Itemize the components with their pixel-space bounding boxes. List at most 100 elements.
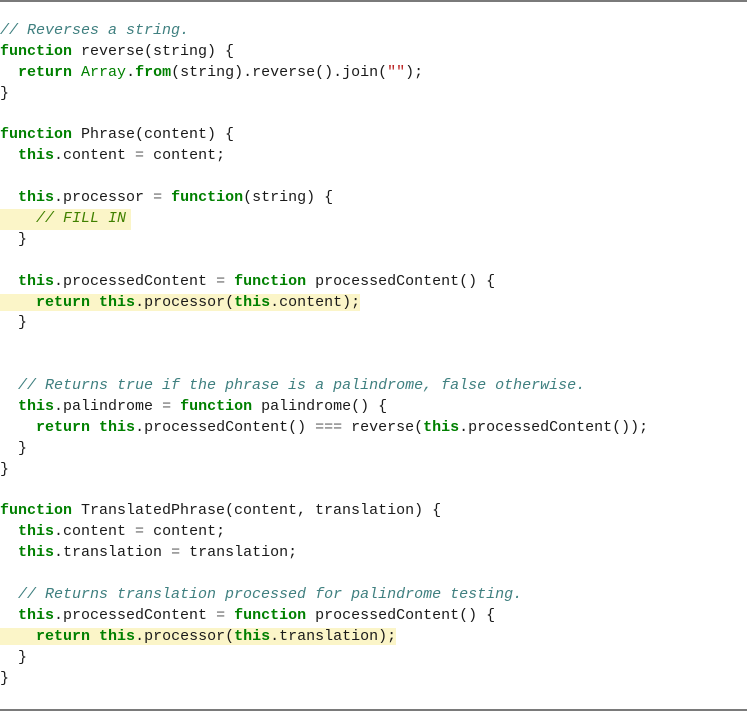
code-token: translation; <box>180 544 298 562</box>
code-token: this <box>99 293 136 311</box>
code-token: this <box>18 189 55 207</box>
code-token: function <box>0 42 73 60</box>
code-token: this <box>18 544 55 562</box>
code-token: function <box>234 606 307 624</box>
code-token: .processedContent <box>54 606 217 624</box>
code-token: from <box>135 63 172 81</box>
code-token: .content); <box>270 293 361 311</box>
code-line <box>0 355 747 376</box>
code-token <box>0 523 18 540</box>
code-token: ); <box>405 63 424 81</box>
code-token: = <box>135 147 145 165</box>
code-token: } <box>0 230 28 248</box>
code-token: Array <box>81 63 127 81</box>
code-token <box>0 64 18 81</box>
code-line: this.translation = translation; <box>0 543 747 564</box>
code-token: reverse(string) { <box>72 42 235 60</box>
code-line: this.content = content; <box>0 146 747 167</box>
code-line: function reverse(string) { <box>0 42 747 63</box>
code-line: this.palindrome = function palindrome() … <box>0 397 747 418</box>
code-line: } <box>0 439 747 460</box>
code-token: === <box>315 418 343 436</box>
code-token <box>72 64 81 81</box>
code-token: content; <box>144 147 226 165</box>
code-token: = <box>171 544 181 562</box>
code-token <box>0 544 18 561</box>
code-token: // Returns translation processed for pal… <box>18 586 523 604</box>
code-line: // FILL IN <box>0 209 747 230</box>
code-token: function <box>171 189 244 207</box>
highlighted-line: return this.processor(this.content); <box>0 293 361 311</box>
code-token <box>0 377 18 394</box>
code-block: // Reverses a string. function reverse(st… <box>0 21 747 690</box>
code-token: } <box>0 648 28 666</box>
code-line: } <box>0 313 747 334</box>
code-token: return <box>36 627 91 645</box>
code-token <box>90 628 99 645</box>
code-line <box>0 167 747 188</box>
code-line: return this.processor(this.content); <box>0 293 747 314</box>
code-line: this.content = content; <box>0 522 747 543</box>
code-token: } <box>0 84 10 102</box>
code-token: = <box>216 272 226 290</box>
code-token: .processor( <box>135 627 235 645</box>
code-line: // Returns translation processed for pal… <box>0 585 747 606</box>
code-line: } <box>0 460 747 481</box>
code-token: this <box>18 272 55 290</box>
code-token: return <box>36 418 91 436</box>
code-line: } <box>0 84 747 105</box>
code-line: return this.processedContent() === rever… <box>0 418 747 439</box>
code-token <box>0 398 18 415</box>
code-token: this <box>18 606 55 624</box>
code-line <box>0 251 747 272</box>
code-token: Phrase(content) { <box>72 126 235 144</box>
code-line <box>0 105 747 126</box>
code-token <box>90 419 99 436</box>
code-token <box>225 607 234 624</box>
code-token: .translation); <box>270 627 397 645</box>
code-token: = <box>216 606 226 624</box>
code-line: } <box>0 230 747 251</box>
code-token: this <box>99 418 136 436</box>
code-line: return Array.from(string).reverse().join… <box>0 63 747 84</box>
code-token: this <box>18 147 55 165</box>
code-line: this.processedContent = function process… <box>0 272 747 293</box>
code-token: content; <box>144 523 226 541</box>
code-token: function <box>180 398 253 416</box>
code-token: return <box>18 63 73 81</box>
code-token: function <box>0 126 73 144</box>
code-line: function TranslatedPhrase(content, trans… <box>0 501 747 522</box>
code-token: this <box>234 293 271 311</box>
code-token: .content <box>54 523 136 541</box>
code-token: this <box>18 398 55 416</box>
code-token: (string).reverse().join( <box>171 63 388 81</box>
code-line: } <box>0 648 747 669</box>
code-line: } <box>0 669 747 690</box>
code-token <box>225 273 234 290</box>
code-token: (string) { <box>243 189 334 207</box>
code-token <box>0 189 18 206</box>
code-token: } <box>0 314 28 332</box>
code-token: reverse( <box>342 418 424 436</box>
code-token: .processedContent() <box>135 418 316 436</box>
code-token: function <box>0 502 73 520</box>
code-token: function <box>234 272 307 290</box>
code-token <box>0 628 36 645</box>
code-token <box>0 273 18 290</box>
code-token: .processor <box>54 189 154 207</box>
code-token: processedContent() { <box>306 272 496 290</box>
code-token <box>0 419 36 436</box>
code-token: .palindrome <box>54 398 163 416</box>
code-token: "" <box>387 63 406 81</box>
code-token: // Reverses a string. <box>0 22 190 39</box>
code-line: return this.processor(this.translation); <box>0 627 747 648</box>
code-token <box>162 189 171 206</box>
highlighted-line: return this.processor(this.translation); <box>0 627 397 645</box>
code-token: palindrome() { <box>252 398 388 416</box>
code-token <box>0 607 18 624</box>
code-token: TranslatedPhrase(content, translation) { <box>72 502 442 520</box>
code-line: // Returns true if the phrase is a palin… <box>0 376 747 397</box>
code-line <box>0 564 747 585</box>
code-token: } <box>0 460 10 478</box>
